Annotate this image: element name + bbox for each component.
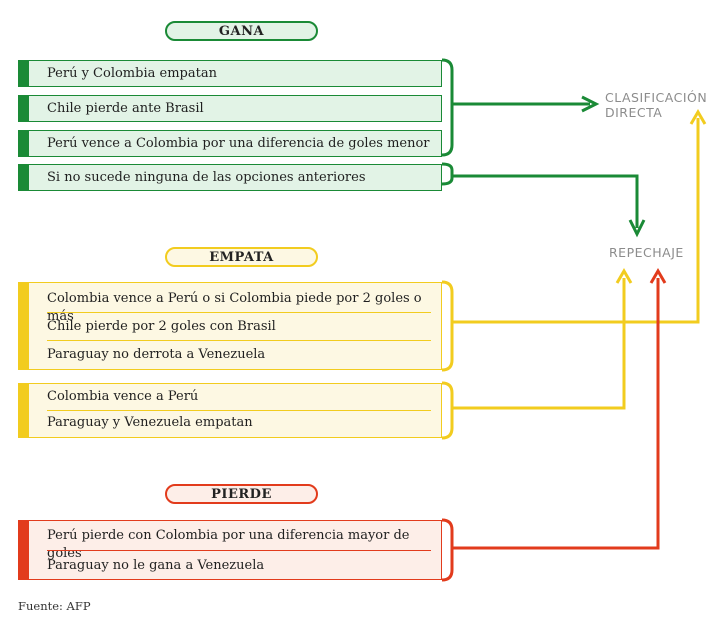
empata-bracket-2 xyxy=(441,381,454,440)
pierde-header: PIERDE xyxy=(165,484,318,504)
pierde-option-1: Perú pierde con Colombia por una diferen… xyxy=(47,528,410,561)
repechaje-label: REPECHAJE xyxy=(609,245,684,260)
gana-option-4: Si no sucede ninguna de las opciones ant… xyxy=(18,164,442,191)
empata-bracket-1 xyxy=(441,280,454,372)
gana-bracket xyxy=(441,58,454,157)
gana-to-repechaje-arrow xyxy=(452,174,639,228)
gana-option-2: Chile pierde ante Brasil xyxy=(18,95,442,122)
divider xyxy=(47,312,431,313)
gana-header: GANA xyxy=(165,21,318,41)
source-note: Fuente: AFP xyxy=(18,599,91,613)
divider xyxy=(47,340,431,341)
divider xyxy=(47,410,431,411)
empata-to-clasificacion-arrow xyxy=(452,118,700,324)
empata-block-2: Colombia vence a Perú Paraguay y Venezue… xyxy=(18,383,442,438)
gana-option-1-text: Perú y Colombia empatan xyxy=(47,66,217,81)
empata-header: EMPATA xyxy=(165,247,318,267)
gana-option-3: Perú vence a Colombia por una diferencia… xyxy=(18,130,442,157)
pierde-bracket xyxy=(441,518,454,582)
empata-option-2: Chile pierde por 2 goles con Brasil xyxy=(47,319,276,334)
gana-option-2-text: Chile pierde ante Brasil xyxy=(47,101,204,116)
divider xyxy=(47,550,431,551)
pierde-to-repechaje-arrow xyxy=(452,278,660,550)
clasificacion-line1: CLASIFICACIÓN xyxy=(605,90,708,105)
gana-option-4-text: Si no sucede ninguna de las opciones ant… xyxy=(47,170,366,185)
empata-block-1: Colombia vence a Perú o si Colombia pied… xyxy=(18,282,442,370)
pierde-block: Perú pierde con Colombia por una diferen… xyxy=(18,520,442,580)
empata-to-repechaje-arrow xyxy=(452,278,626,410)
gana-bracket-2 xyxy=(441,162,454,186)
empata-option-3: Paraguay no derrota a Venezuela xyxy=(47,347,266,362)
empata-option-4: Colombia vence a Perú xyxy=(47,389,199,404)
clasificacion-directa-label: CLASIFICACIÓN DIRECTA xyxy=(605,90,707,120)
gana-option-1: Perú y Colombia empatan xyxy=(18,60,442,87)
empata-option-5: Paraguay y Venezuela empatan xyxy=(47,415,253,430)
pierde-option-2: Paraguay no le gana a Venezuela xyxy=(47,558,265,573)
gana-option-3-text: Perú vence a Colombia por una diferencia… xyxy=(47,136,430,151)
clasificacion-line2: DIRECTA xyxy=(605,105,663,120)
